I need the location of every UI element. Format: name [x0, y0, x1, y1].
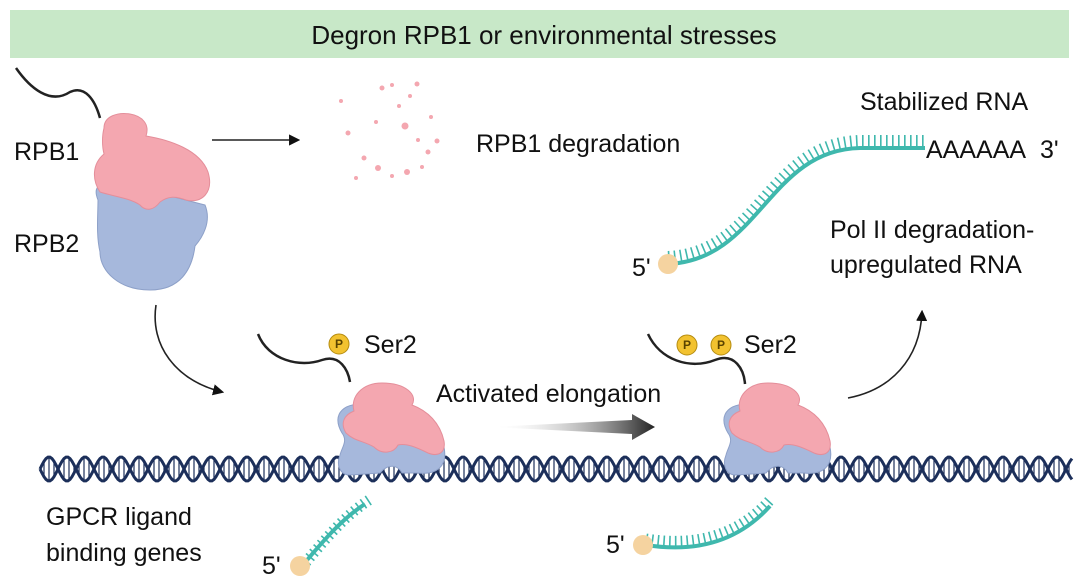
phospho-group-right-2-label: P [717, 338, 725, 352]
ser2-label-left: Ser2 [364, 331, 417, 359]
phospho-group-right-1-label: P [683, 338, 691, 352]
stabilized-rna-bases [667, 135, 925, 263]
dna-strand-2 [38, 455, 1074, 483]
five-prime-label-left: 5' [262, 552, 281, 580]
ctd-tail-left [256, 333, 352, 383]
ctd-tail-right [646, 333, 747, 385]
elongation-arrow [490, 414, 655, 440]
phospho-group-right-1 [676, 334, 698, 356]
five-prime-label-right: 5' [606, 531, 625, 559]
three-prime-label: 3' [1040, 136, 1059, 164]
five-prime-cap-top [658, 254, 678, 274]
phospho-group-left-label: P [335, 337, 343, 351]
phospho-group-left [328, 333, 350, 355]
phospho-group-right-2 [710, 334, 732, 356]
curved-arrow-to-rna [847, 309, 928, 399]
rpb1-fragments [339, 81, 440, 180]
five-prime-cap-left [290, 556, 310, 576]
nascent-rna-right [645, 504, 772, 550]
five-prime-label-top: 5' [632, 254, 651, 282]
pol-ii-complex-right [723, 382, 832, 476]
rpb1-degradation-label: RPB1 degradation [476, 130, 680, 158]
gpcr-genes-label-line2: binding genes [46, 539, 202, 567]
banner-background [10, 10, 1069, 58]
upregulated-rna-label-line2: upregulated RNA [830, 251, 1022, 279]
polya-tail-label: AAAAAA [926, 136, 1026, 164]
rpb2-label: RPB2 [14, 230, 79, 258]
ser2-label-right: Ser2 [744, 331, 797, 359]
pol-ii-complex-left [337, 382, 446, 476]
banner-title: Degron RPB1 or environmental stresses [311, 20, 776, 50]
ctd-tail-top [14, 67, 102, 119]
curved-arrow-to-dna [154, 304, 225, 396]
upregulated-rna-label-line1: Pol II degradation- [830, 216, 1034, 244]
rpb1-subunit-top [94, 113, 210, 210]
five-prime-cap-right [633, 535, 653, 555]
gpcr-genes-label-line1: GPCR ligand [46, 503, 192, 531]
rpb1-label: RPB1 [14, 138, 79, 166]
activated-elongation-label: Activated elongation [436, 380, 661, 408]
stabilized-rna-label: Stabilized RNA [860, 88, 1028, 116]
stabilized-rna-strand [667, 146, 925, 266]
dna-double-helix [38, 455, 1074, 483]
dna-strand-1 [38, 455, 1074, 483]
